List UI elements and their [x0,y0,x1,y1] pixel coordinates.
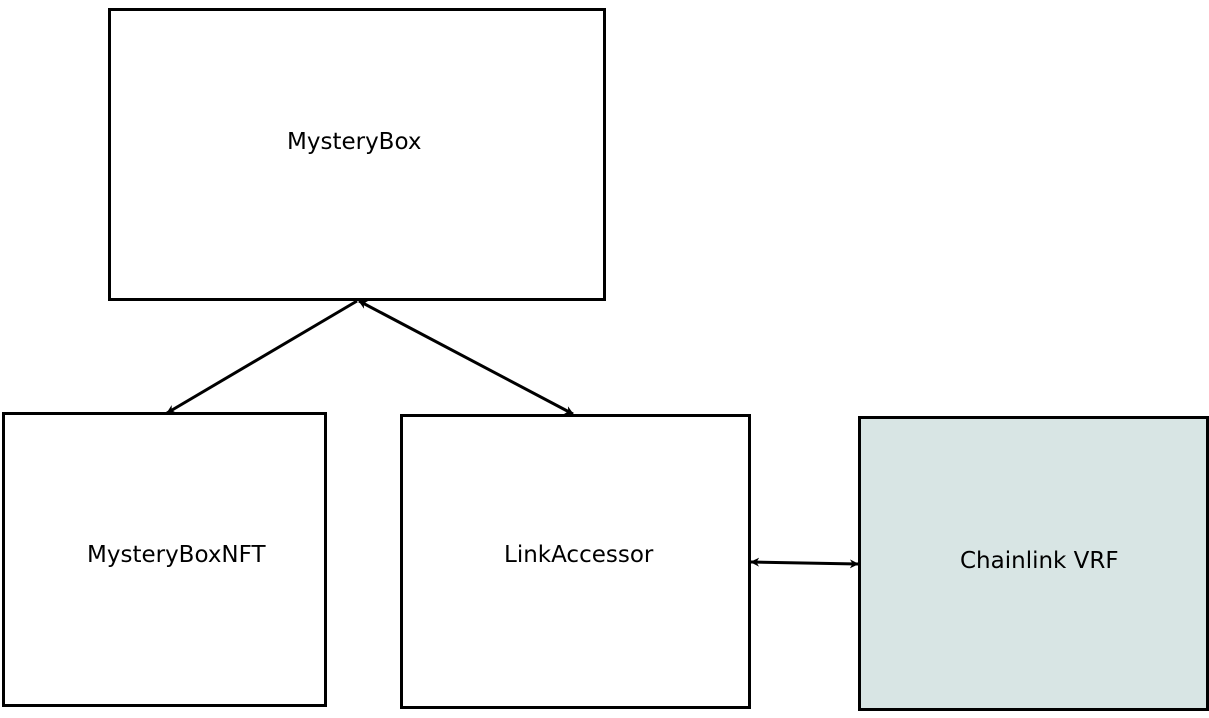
edge-mysterybox-to-nft[interactable] [166,299,358,415]
node-chainlink-vrf-label: Chainlink VRF [960,548,1119,574]
node-mysteryboxnft[interactable]: MysteryBoxNFT [2,412,327,707]
edge-linkaccessor-vrf[interactable] [750,557,859,569]
node-chainlink-vrf[interactable]: Chainlink VRF [858,416,1209,711]
node-mysterybox[interactable]: MysteryBox [108,8,606,301]
node-mysteryboxnft-label: MysteryBoxNFT [87,542,266,568]
node-linkaccessor[interactable]: LinkAccessor [400,414,751,709]
node-linkaccessor-label: LinkAccessor [504,542,654,568]
node-mysterybox-label: MysteryBox [287,129,422,155]
edge-mysterybox-linkaccessor[interactable] [358,299,574,416]
